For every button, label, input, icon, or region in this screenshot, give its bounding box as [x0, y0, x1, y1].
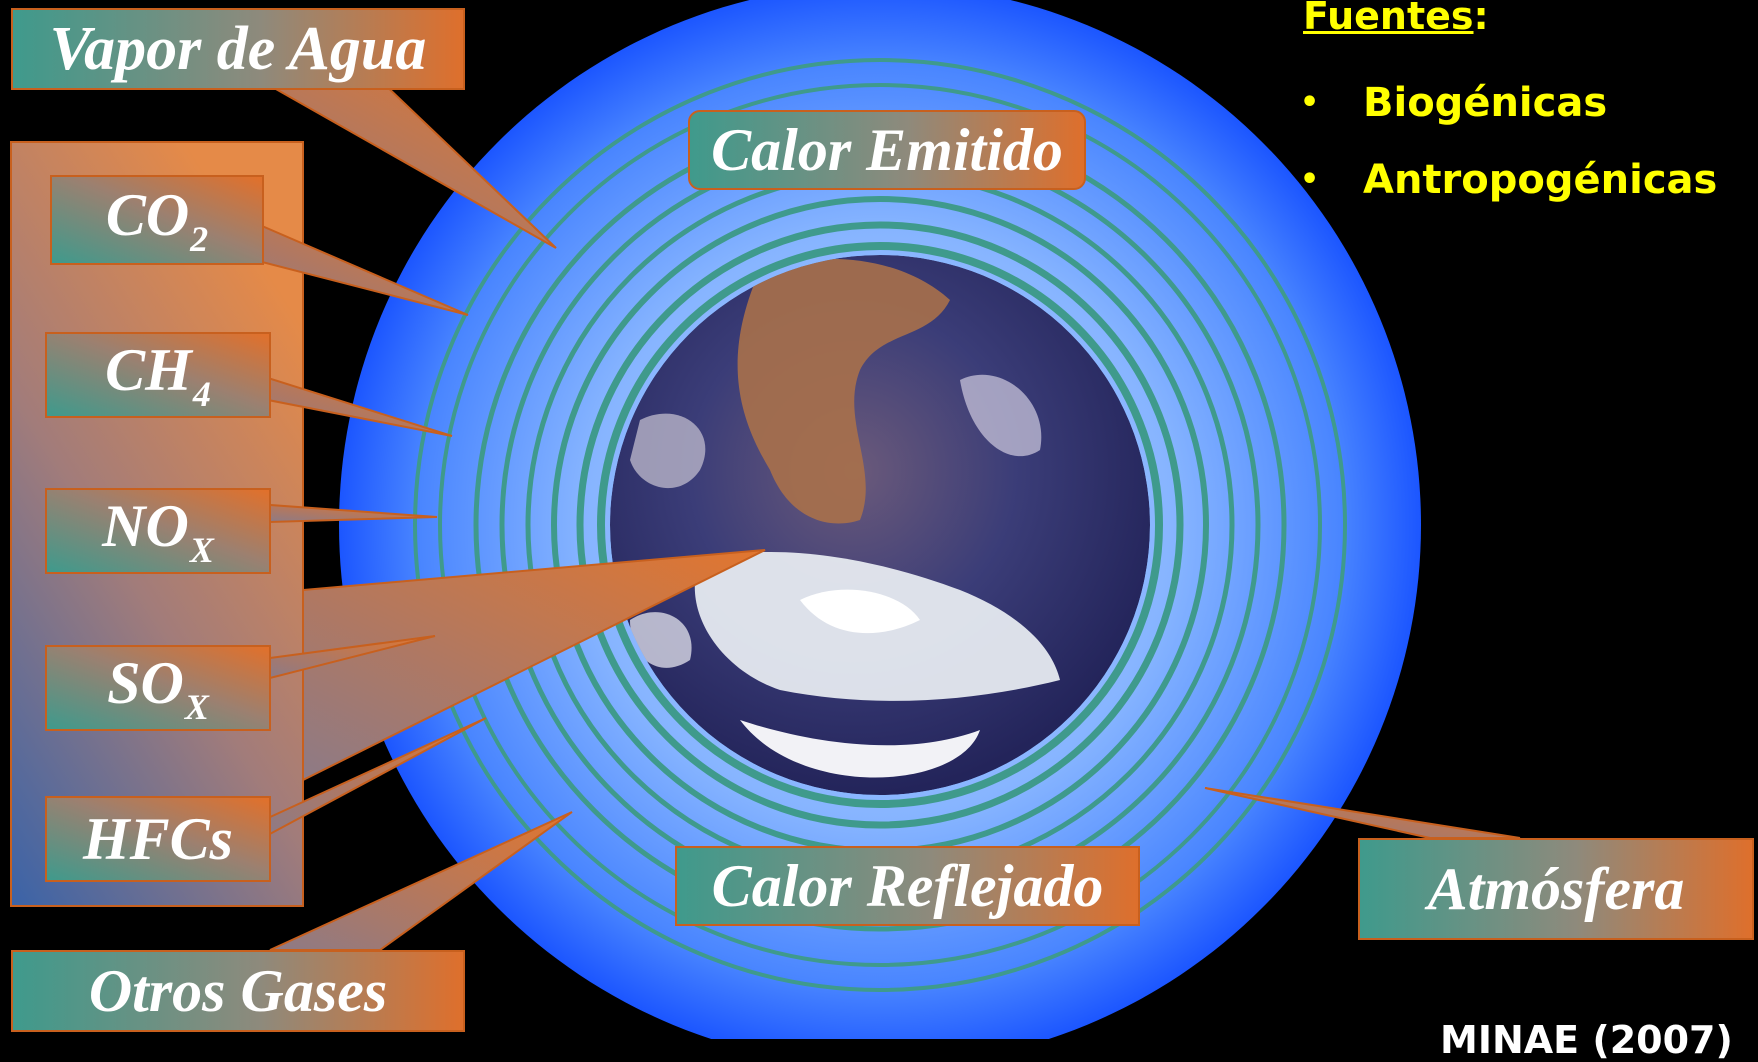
co2-sub: 2 [190, 218, 209, 259]
nox-sub: X [189, 529, 214, 570]
otros-label: Otros Gases [11, 950, 465, 1032]
ch4-text: CH4 [105, 336, 211, 415]
big-pointer [302, 549, 766, 782]
otros-text: Otros Gases [88, 957, 388, 1024]
nox-text: NOX [102, 492, 214, 571]
co2-base: CO [105, 181, 190, 248]
source-item-antropogenicas: • Antropogénicas [1300, 157, 1717, 203]
nox-label: NOX [45, 488, 271, 574]
calor-emitido-label: Calor Emitido [688, 110, 1086, 190]
sox-sub: X [184, 686, 209, 727]
bullet-icon: • [1300, 162, 1320, 197]
sox-base: SO [107, 649, 184, 716]
calor-emitido-text: Calor Emitido [711, 116, 1063, 183]
hfcs-text: HFCs [82, 805, 234, 872]
ch4-base: CH [105, 336, 192, 403]
atmosfera-text: Atmósfera [1427, 855, 1685, 922]
sources-title-text: Fuentes [1303, 0, 1474, 38]
vapor-text: Vapor de Agua [49, 14, 427, 83]
source-item-biogenicas: • Biogénicas [1300, 80, 1607, 126]
sox-label: SOX [45, 645, 271, 731]
source-item-label: Antropogénicas [1363, 157, 1718, 203]
sox-text: SOX [107, 649, 209, 728]
ch4-sub: 4 [192, 373, 211, 414]
nox-base: NO [102, 492, 189, 559]
source-item-label: Biogénicas [1363, 80, 1608, 126]
sources-title: Fuentes: [1303, 0, 1489, 38]
co2-text: CO2 [106, 181, 208, 260]
credit-text: MINAE (2007) [1440, 1018, 1733, 1062]
co2-label: CO2 [50, 175, 264, 265]
sources-title-suffix: : [1473, 0, 1489, 38]
hfcs-label: HFCs [45, 796, 271, 882]
calor-reflejado-label: Calor Reflejado [675, 846, 1140, 926]
calor-reflejado-text: Calor Reflejado [711, 852, 1104, 919]
earth-globe [610, 255, 1150, 795]
bullet-icon: • [1300, 85, 1320, 120]
atmosfera-label: Atmósfera [1358, 838, 1754, 940]
vapor-label: Vapor de Agua [11, 8, 465, 90]
ch4-label: CH4 [45, 332, 271, 418]
